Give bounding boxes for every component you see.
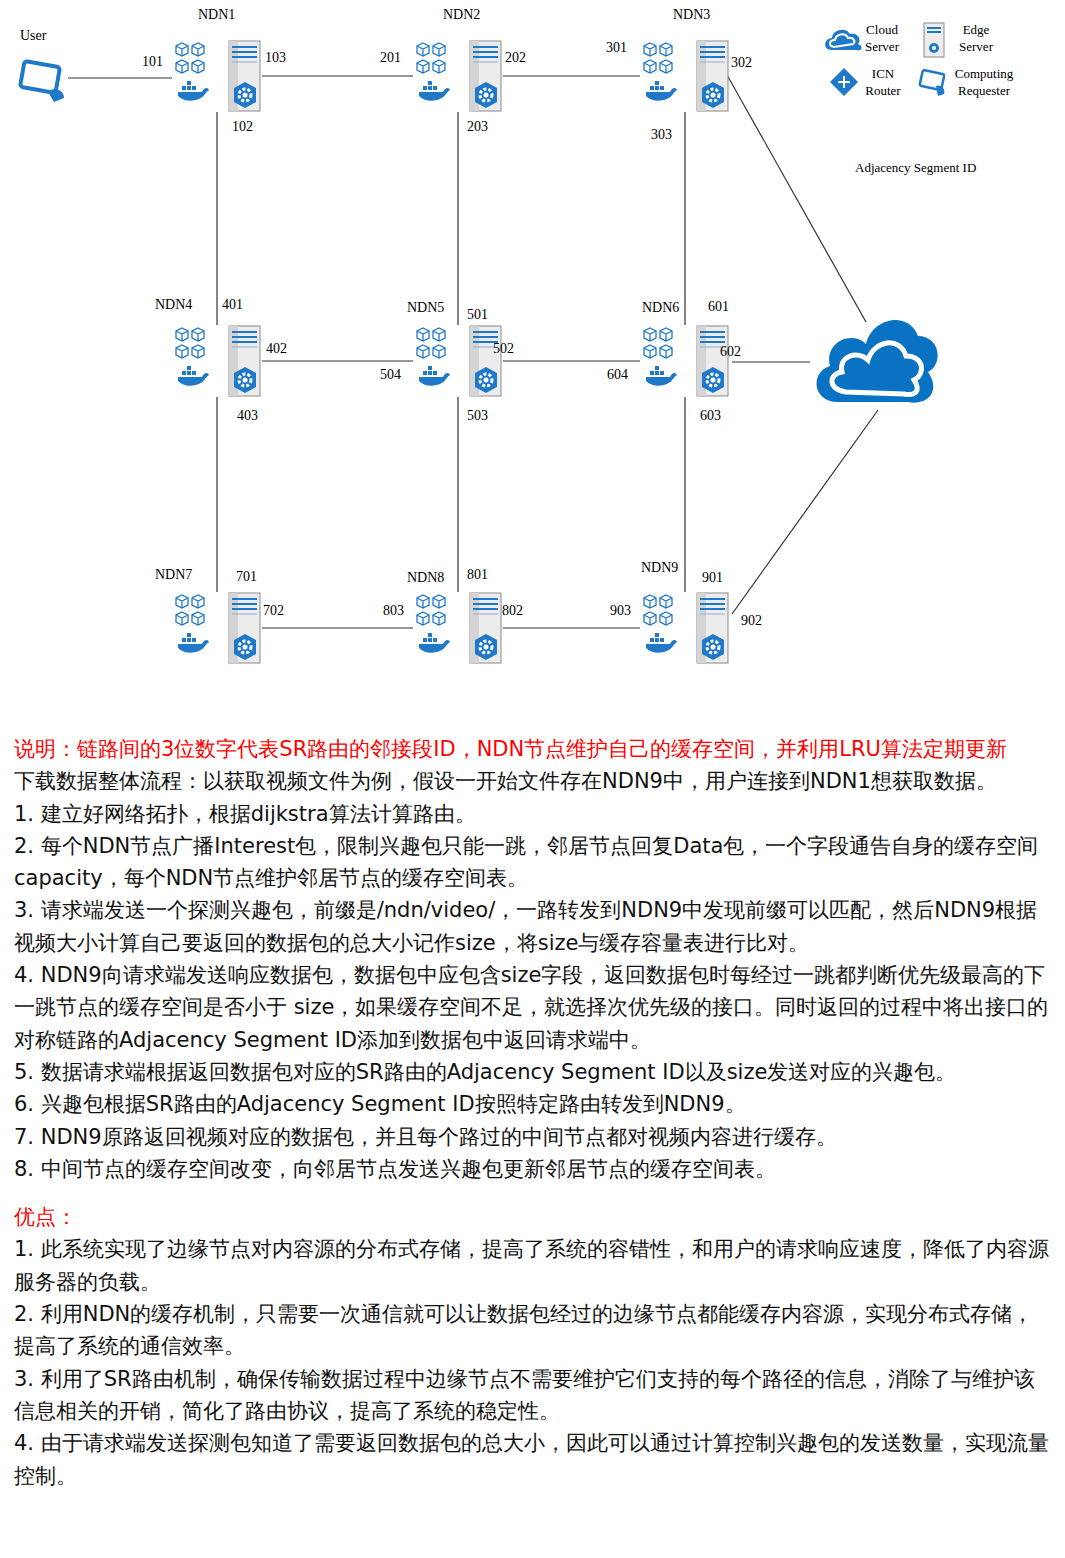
segment-id: 303: [651, 127, 672, 143]
segment-id: 602: [720, 344, 741, 360]
ndn-node: NDN5: [413, 325, 503, 397]
text-paragraph: 4. 由于请求端发送探测包知道了需要返回数据包的总大小，因此可以通过计算控制兴趣…: [14, 1427, 1049, 1492]
legend-text: Cloud Server: [858, 21, 906, 55]
segment-id: 701: [236, 569, 257, 585]
segment-id: 902: [741, 613, 762, 629]
edge-server-icon: [413, 325, 503, 397]
text-paragraph: 下载数据整体流程：以获取视频文件为例，假设一开始文件存在NDN9中，用户连接到N…: [14, 765, 1049, 797]
text-paragraph: 4. NDN9向请求端发送响应数据包，数据包中应包含size字段，返回数据包时每…: [14, 959, 1049, 1056]
link-line: [457, 397, 458, 592]
segment-id: 801: [467, 567, 488, 583]
legend-text: ICN Router: [860, 65, 906, 99]
text-paragraph: 7. NDN9原路返回视频对应的数据包，并且每个路过的中间节点都对视频内容进行缓…: [14, 1121, 1049, 1153]
segment-id: 901: [702, 570, 723, 586]
text-paragraph: 6. 兴趣包根据SR路由的Adjacency Segment ID按照特定路由转…: [14, 1088, 1049, 1120]
link-line: [68, 77, 172, 78]
ndn-node: NDN3: [640, 40, 730, 112]
node-heading: NDN2: [443, 7, 480, 23]
text-paragraph: 3. 利用了SR路由机制，确保传输数据过程中边缘节点不需要维护它们支持的每个路径…: [14, 1363, 1049, 1428]
node-heading: NDN9: [641, 560, 678, 576]
text-section: 说明：链路间的3位数字代表SR路由的邻接段ID，NDN节点维护自己的缓存空间，并…: [14, 733, 1049, 1492]
legend-server-icon: [924, 23, 944, 57]
segment-id: 604: [607, 367, 628, 383]
text-paragraph: 1. 此系统实现了边缘节点对内容源的分布式存储，提高了系统的容错性，和用户的请求…: [14, 1233, 1049, 1298]
text-paragraph: 5. 数据请求端根据返回数据包对应的SR路由的Adjacency Segment…: [14, 1056, 1049, 1088]
cloud-symbol: [817, 320, 938, 403]
edge-server-icon: [640, 40, 730, 112]
link-line: [503, 75, 640, 76]
link-line: [684, 112, 685, 325]
link-line: [457, 112, 458, 325]
segment-id: 601: [708, 299, 729, 315]
text-paragraph: 说明：链路间的3位数字代表SR路由的邻接段ID，NDN节点维护自己的缓存空间，并…: [14, 733, 1049, 765]
text-paragraph: 1. 建立好网络拓扑，根据dijkstra算法计算路由。: [14, 798, 1049, 830]
edge-server-icon: [413, 40, 503, 112]
link-line: [216, 112, 217, 325]
segment-id: 302: [731, 55, 752, 71]
legend-text: Computing Requester: [942, 65, 1026, 99]
text-paragraph: 2. 利用NDN的缓存机制，只需要一次通信就可以让数据包经过的边缘节点都能缓存内…: [14, 1298, 1049, 1363]
node-heading: NDN8: [407, 570, 444, 586]
edge-server-icon: [640, 592, 730, 664]
segment-id: 103: [265, 50, 286, 66]
legend-requester-icon: [920, 70, 945, 96]
ndn-node: NDN1: [172, 40, 262, 112]
link-line: [262, 360, 413, 361]
ndn-node: NDN7: [172, 592, 262, 664]
segment-id: 401: [222, 297, 243, 313]
node-heading: NDN1: [198, 7, 235, 23]
node-heading: User: [20, 28, 46, 44]
segment-id: 402: [266, 341, 287, 357]
edge-server-icon: [172, 592, 262, 664]
link-line: [262, 75, 413, 76]
segment-id: 301: [606, 40, 627, 56]
ndn-node: NDN4: [172, 325, 262, 397]
ndn-node: NDN8: [413, 592, 503, 664]
node-heading: NDN5: [407, 300, 444, 316]
edge-server-icon: [172, 40, 262, 112]
link-line: [684, 397, 685, 592]
user-node: User: [18, 58, 68, 102]
legend-text: Edge Server: [952, 21, 1000, 55]
ndn-node: NDN9: [640, 592, 730, 664]
node-heading: NDN3: [673, 7, 710, 23]
segment-id: 803: [383, 603, 404, 619]
segment-id: 203: [467, 119, 488, 135]
ndn-node: NDN6: [640, 325, 730, 397]
node-heading: NDN6: [642, 300, 679, 316]
segment-id: 501: [467, 307, 488, 323]
node-heading: NDN4: [155, 297, 192, 313]
text-paragraph: 3. 请求端发送一个探测兴趣包，前缀是/ndn/video/，一路转发到NDN9…: [14, 894, 1049, 959]
segment-id: 802: [502, 603, 523, 619]
segment-id: 403: [237, 408, 258, 424]
edge-server-icon: [413, 592, 503, 664]
edge-server-icon: [172, 325, 262, 397]
segment-id: 101: [142, 54, 163, 70]
segment-id: 201: [380, 50, 401, 66]
segment-id: 102: [232, 119, 253, 135]
segment-id: 504: [380, 367, 401, 383]
segment-id: 202: [505, 50, 526, 66]
link-line: [262, 627, 413, 628]
text-paragraph: 优点：: [14, 1201, 1049, 1233]
link-line: [216, 397, 217, 592]
user-icon: [18, 58, 68, 102]
ndn-node: NDN2: [413, 40, 503, 112]
annotation: Adjacency Segment ID: [855, 160, 976, 176]
link-line: [503, 360, 640, 361]
legend-router-icon: [830, 68, 858, 96]
segment-id: 903: [610, 603, 631, 619]
segment-id: 503: [467, 408, 488, 424]
segment-id: 603: [700, 408, 721, 424]
text-paragraph: 2. 每个NDN节点广播Interest包，限制兴趣包只能一跳，邻居节点回复Da…: [14, 830, 1049, 895]
legend-cloud-icon: [825, 30, 861, 51]
segment-id: 702: [263, 603, 284, 619]
node-heading: NDN7: [155, 567, 192, 583]
segment-id: 502: [493, 341, 514, 357]
text-paragraph: 8. 中间节点的缓存空间改变，向邻居节点发送兴趣包更新邻居节点的缓存空间表。: [14, 1153, 1049, 1185]
edge-server-icon: [640, 325, 730, 397]
link-line: [503, 627, 640, 628]
